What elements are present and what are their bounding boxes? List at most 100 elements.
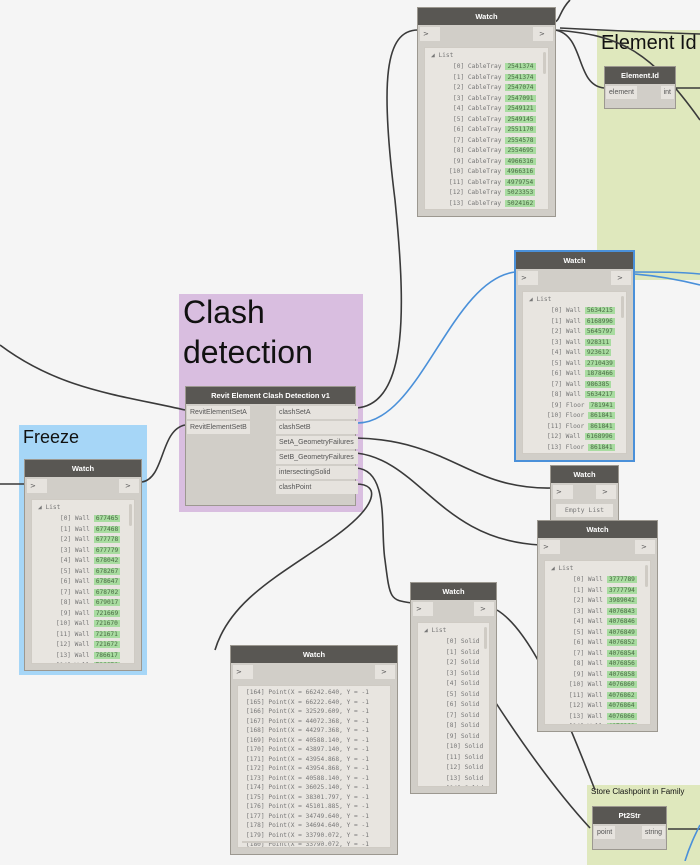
list-item[interactable]: [166] Point(X = 32529.609, Y = -1 <box>246 708 369 715</box>
list-header[interactable]: ◢ List <box>424 627 447 634</box>
list-item[interactable]: [173] Point(X = 40588.140, Y = -1 <box>246 774 369 782</box>
output-port[interactable]: clashSetB <box>276 421 358 434</box>
list-item[interactable]: [167] Point(X = 44072.368, Y = -1 <box>246 717 369 725</box>
output-port[interactable]: clashSetA <box>276 406 358 419</box>
input-port[interactable]: RevitElementSetB <box>187 421 250 434</box>
watch-list[interactable]: [164] Point(X = 66242.640, Y = -1[165] P… <box>237 685 391 848</box>
list-item[interactable]: [177] Point(X = 34749.640, Y = -1 <box>246 812 369 820</box>
list-item[interactable]: [8] Solid <box>446 722 480 729</box>
output-port[interactable]: clashPoint <box>276 481 358 494</box>
input-port[interactable]: > <box>420 27 440 41</box>
input-port[interactable]: RevitElementSetA <box>187 406 250 419</box>
list-item[interactable]: [14] CableTray5025924 <box>425 209 548 210</box>
horizontal-scrollbar[interactable] <box>242 841 322 843</box>
pt2str-node[interactable]: Pt2Str point string <box>592 806 667 850</box>
input-port[interactable]: > <box>518 271 538 285</box>
output-port[interactable]: > <box>596 485 616 499</box>
list-item[interactable]: [9] Solid <box>446 732 480 740</box>
list-item[interactable]: [12] Solid <box>446 764 484 771</box>
list-header[interactable]: ◢ List <box>551 565 574 572</box>
watch-node-clashpoint[interactable]: Watch >> [164] Point(X = 66242.640, Y = … <box>230 645 398 855</box>
input-port[interactable]: > <box>27 479 47 493</box>
watch-node-empty[interactable]: Watch >> Empty List <box>550 465 619 521</box>
scrollbar[interactable] <box>484 627 487 649</box>
list-item[interactable]: [172] Point(X = 43954.868, Y = -1 <box>246 765 369 772</box>
list-item[interactable]: [7] Solid <box>446 711 480 719</box>
list-item[interactable]: [171] Point(X = 43954.868, Y = -1 <box>246 755 369 763</box>
list-item[interactable]: [4] Solid <box>446 680 480 687</box>
scrollbar[interactable] <box>645 565 648 587</box>
list-item[interactable]: [175] Point(X = 38301.797, Y = -1 <box>246 793 369 801</box>
input-port-element[interactable]: element <box>606 86 637 99</box>
list-item[interactable]: [178] Point(X = 34694.640, Y = -1 <box>246 822 369 829</box>
list-item[interactable]: [1] Solid <box>446 648 480 656</box>
output-port[interactable]: > <box>474 602 494 616</box>
list-item[interactable]: [180] Point(X = 33790.072, Y = -1 <box>246 841 369 848</box>
list-item[interactable]: [11] Solid <box>446 753 484 761</box>
list-item[interactable]: [10] Solid <box>446 743 484 750</box>
list-item[interactable]: [5] Solid <box>446 690 480 698</box>
list-item[interactable]: [168] Point(X = 44297.368, Y = -1 <box>246 727 369 734</box>
list-header[interactable]: ◢ List <box>529 296 552 303</box>
list-item[interactable]: [0] Solid <box>446 638 480 645</box>
input-port[interactable]: > <box>540 540 560 554</box>
list-item[interactable]: [179] Point(X = 33790.072, Y = -1 <box>246 831 369 839</box>
list-item[interactable]: [14] Wall786676 <box>32 661 134 663</box>
output-port[interactable]: > <box>635 540 655 554</box>
output-port[interactable]: SetB_GeometryFailures <box>276 451 358 464</box>
output-port[interactable]: intersectingSolid <box>276 466 358 479</box>
list-header[interactable]: ◢ List <box>431 52 454 59</box>
element-id-node[interactable]: Element.Id element int <box>604 66 676 109</box>
input-port-point[interactable]: point <box>594 826 616 839</box>
output-port[interactable]: > <box>611 271 631 285</box>
input-port[interactable]: > <box>413 602 433 616</box>
list-item[interactable]: [176] Point(X = 45101.885, Y = -1 <box>246 803 369 810</box>
scrollbar[interactable] <box>621 296 624 318</box>
list-item[interactable]: [13] Solid <box>446 774 484 782</box>
